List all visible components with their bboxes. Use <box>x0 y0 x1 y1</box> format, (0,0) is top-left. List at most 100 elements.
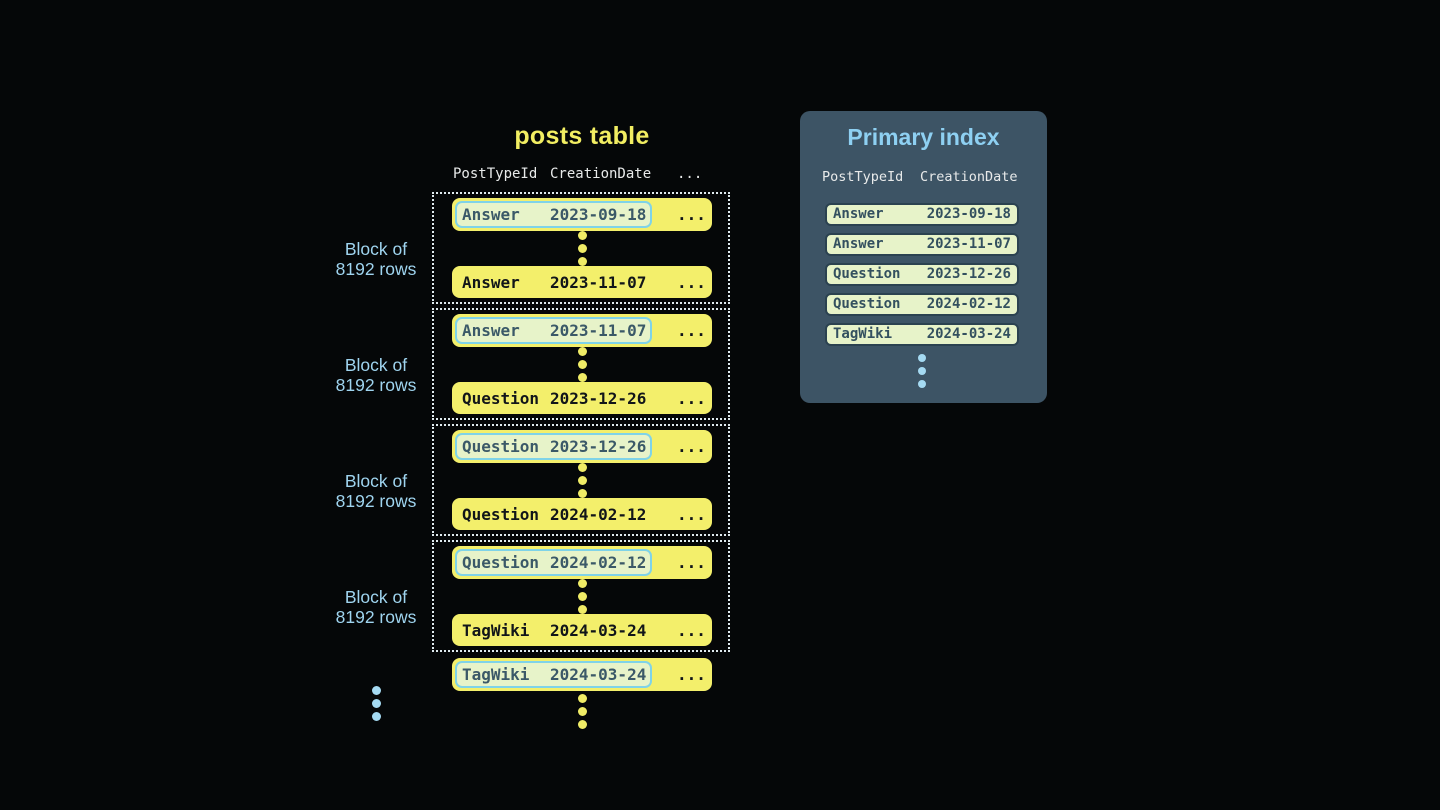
indexed-cell-highlight: Question 2023-12-26 <box>455 433 652 460</box>
dot <box>918 380 926 388</box>
posts-table-title: posts table <box>514 122 650 150</box>
creation-date-value: 2023-11-07 <box>926 236 1011 252</box>
column-header-posttypeid: PostTypeId <box>453 166 538 182</box>
dot <box>371 712 381 721</box>
hidden-rows-dots <box>452 578 712 614</box>
index-row: Question 2024-02-12 <box>825 293 1019 316</box>
block-label-2: Block of 8192 rows <box>300 355 452 395</box>
creation-date-value: 2023-12-26 <box>550 437 647 456</box>
block-label-line2: 8192 rows <box>335 375 417 395</box>
ellipsis-columns: ... <box>677 620 706 640</box>
creation-date-value: 2023-09-18 <box>926 206 1011 222</box>
post-type-value: TagWiki <box>462 620 530 640</box>
table-block-4: Question 2024-02-12 ... TagWiki 2024-03-… <box>432 540 730 652</box>
block-label-3: Block of 8192 rows <box>300 471 452 511</box>
dot <box>577 720 587 729</box>
creation-date-value: 2024-03-24 <box>550 620 647 640</box>
ellipsis-columns: ... <box>677 272 706 292</box>
dot <box>577 591 587 601</box>
block-label-line1: Block of <box>344 471 408 491</box>
dot <box>577 243 587 253</box>
post-type-value: TagWiki <box>833 326 893 342</box>
table-row: Answer 2023-11-07 ... <box>452 265 712 298</box>
creation-date-value: 2024-03-24 <box>550 665 647 684</box>
primary-index-panel: Primary index PostTypeId CreationDate An… <box>800 111 1047 403</box>
block-label-line2: 8192 rows <box>335 259 417 279</box>
creation-date-value: 2024-02-12 <box>926 296 1011 312</box>
ellipsis-columns: ... <box>677 321 706 340</box>
post-type-value: Question <box>462 504 540 524</box>
block-label-line1: Block of <box>344 355 408 375</box>
post-type-value: TagWiki <box>462 665 530 684</box>
ellipsis-columns: ... <box>677 388 706 408</box>
dot <box>918 367 926 375</box>
index-row: TagWiki 2024-03-24 <box>825 323 1019 346</box>
block-label-1: Block of 8192 rows <box>300 239 452 279</box>
post-type-value: Answer <box>833 206 884 222</box>
post-type-value: Question <box>462 388 540 408</box>
dot <box>577 578 587 588</box>
dot <box>577 694 587 703</box>
post-type-value: Answer <box>462 205 520 224</box>
table-row: TagWiki 2024-03-24 ... <box>452 613 712 646</box>
creation-date-value: 2023-11-07 <box>550 272 647 292</box>
column-header-posttypeid: PostTypeId <box>822 169 904 185</box>
creation-date-value: 2023-09-18 <box>550 205 647 224</box>
dot <box>577 604 587 614</box>
ellipsis-columns: ... <box>677 437 706 456</box>
indexed-cell-highlight: Answer 2023-09-18 <box>455 201 652 228</box>
table-block-3: Question 2023-12-26 ... Question 2024-02… <box>432 424 730 536</box>
table-row-indexed-overflow: TagWiki 2024-03-24 ... <box>452 658 712 691</box>
dot <box>577 488 587 498</box>
more-rows-dots <box>452 694 712 729</box>
post-type-value: Answer <box>462 321 520 340</box>
post-type-value: Question <box>833 266 901 282</box>
block-label-line2: 8192 rows <box>335 607 417 627</box>
index-row: Question 2023-12-26 <box>825 263 1019 286</box>
table-row: Question 2023-12-26 ... <box>452 381 712 414</box>
hidden-rows-dots <box>452 230 712 266</box>
indexed-cell-highlight: Answer 2023-11-07 <box>455 317 652 344</box>
ellipsis-columns: ... <box>677 553 706 572</box>
more-blocks-dots <box>346 686 406 721</box>
dot <box>577 230 587 240</box>
post-type-value: Question <box>462 553 540 572</box>
table-row-indexed: Answer 2023-11-07 ... <box>452 314 712 347</box>
table-row-indexed: Question 2024-02-12 ... <box>452 546 712 579</box>
column-header-creationdate: CreationDate <box>550 166 652 182</box>
creation-date-value: 2024-02-12 <box>550 504 647 524</box>
more-index-entries-dots <box>825 354 1019 388</box>
dot <box>577 707 587 716</box>
creation-date-value: 2023-12-26 <box>926 266 1011 282</box>
creation-date-value: 2024-02-12 <box>550 553 647 572</box>
hidden-rows-dots <box>452 346 712 382</box>
post-type-value: Answer <box>462 272 520 292</box>
ellipsis-columns: ... <box>677 205 706 224</box>
primary-index-rows: Answer 2023-09-18 Answer 2023-11-07 Ques… <box>825 203 1019 353</box>
table-row: Question 2024-02-12 ... <box>452 497 712 530</box>
table-row-indexed: Answer 2023-09-18 ... <box>452 198 712 231</box>
block-label-line1: Block of <box>344 587 408 607</box>
block-label-line2: 8192 rows <box>335 491 417 511</box>
creation-date-value: 2023-12-26 <box>550 388 647 408</box>
dot <box>577 256 587 266</box>
indexed-cell-highlight: Question 2024-02-12 <box>455 549 652 576</box>
primary-index-column-headers: PostTypeId CreationDate <box>800 169 1047 185</box>
dot <box>577 359 587 369</box>
post-type-value: Question <box>833 296 901 312</box>
post-type-value: Answer <box>833 236 884 252</box>
post-type-value: Question <box>462 437 540 456</box>
dot <box>577 462 587 472</box>
table-row-indexed: Question 2023-12-26 ... <box>452 430 712 463</box>
index-row: Answer 2023-09-18 <box>825 203 1019 226</box>
column-header-creationdate: CreationDate <box>920 169 1018 185</box>
creation-date-value: 2024-03-24 <box>926 326 1011 342</box>
indexed-cell-highlight: TagWiki 2024-03-24 <box>455 661 652 688</box>
dot <box>577 372 587 382</box>
dot <box>577 346 587 356</box>
hidden-rows-dots <box>452 462 712 498</box>
table-block-1: Answer 2023-09-18 ... Answer 2023-11-07 … <box>432 192 730 304</box>
block-label-4: Block of 8192 rows <box>300 587 452 627</box>
index-row: Answer 2023-11-07 <box>825 233 1019 256</box>
